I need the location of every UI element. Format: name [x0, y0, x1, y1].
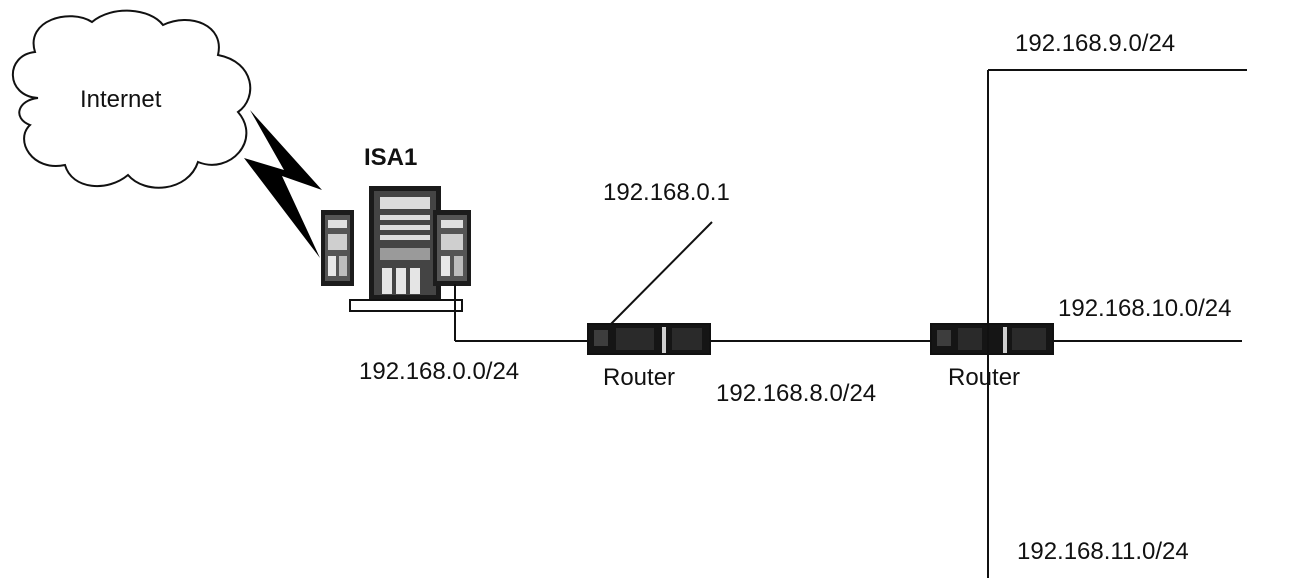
internet-label: Internet: [80, 86, 162, 113]
network-links: [454, 69, 1247, 578]
router-2-icon: [930, 323, 1054, 355]
internet-cloud: [11, 9, 252, 189]
net11-label: 192.168.11.0/24: [1017, 538, 1189, 565]
wan-lightning-icon: [244, 110, 322, 258]
router-1-icon: [587, 323, 711, 355]
transit-network-label: 192.168.8.0/24: [716, 380, 877, 407]
isa-server-label: ISA1: [364, 144, 418, 171]
router-1-label: Router: [603, 364, 676, 391]
net10-label: 192.168.10.0/24: [1058, 295, 1232, 322]
isa-server-icon: [321, 186, 471, 312]
net9-label: 192.168.9.0/24: [1015, 30, 1176, 57]
router-ip-label: 192.168.0.1: [603, 179, 730, 206]
router-2-label: Router: [948, 364, 1021, 391]
router-ip-callout-line: [604, 221, 713, 331]
isa-lan-label: 192.168.0.0/24: [359, 358, 520, 385]
